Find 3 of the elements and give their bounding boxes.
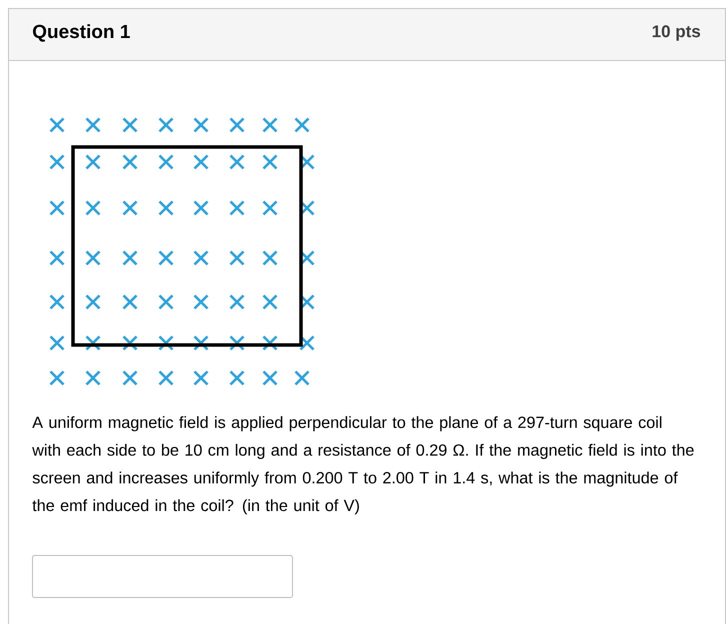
question-title: Question 1 (33, 24, 130, 42)
points-label: 10 pts (652, 25, 700, 41)
question-text: A uniform magnetic field is applied perpendicular to the plane of a 297-turn square coil with each side to be 10 cm long and a resistance of 0.29 Ω. If the magnetic field is into the screen and increases uniformly from 0.200 T to 2.00 T in 1.4 s, what is the magnitude of the emf induced in the coil? (in the unit of V) (32, 416, 694, 514)
